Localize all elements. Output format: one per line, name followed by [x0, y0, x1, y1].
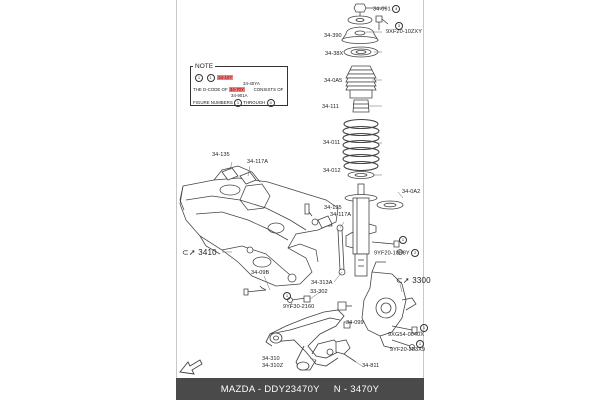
callout-34-390[interactable]: 34-390	[324, 33, 342, 39]
dust-boot	[345, 65, 377, 99]
strut-mount	[341, 26, 379, 44]
front-direction-arrow	[179, 359, 203, 375]
callout-34-310z[interactable]: 34-310Z	[262, 363, 284, 369]
bump-stop	[352, 99, 370, 113]
callout-code: 34-091	[373, 6, 391, 13]
circled-number: 1	[420, 324, 428, 332]
coil-spring	[342, 118, 380, 172]
strut-bearing	[343, 46, 379, 58]
callout-34-011[interactable]: 34-011	[323, 140, 341, 146]
circled-number: 1	[283, 292, 291, 300]
note-line-4: FIGURE NUMBERS 1 THROUGH 4	[193, 99, 275, 107]
note-text: THROUGH	[243, 100, 266, 106]
note-title: NOTE	[193, 63, 216, 70]
note-line-2: THE D-CODE OF 34-70Y CONSISTS OF	[193, 87, 283, 92]
circled-number: 1	[399, 236, 407, 244]
callout-34-811[interactable]: 34-811	[362, 363, 380, 369]
callout-34-09b[interactable]: 34-09B	[251, 270, 270, 276]
footer-n-code: N - 3470Y	[333, 383, 380, 395]
note-text: CONSISTS OF	[253, 87, 284, 92]
callout-34-099[interactable]: 34-099	[346, 320, 364, 326]
leader-lines	[222, 31, 422, 367]
footer-brand-code: MAZDA - DDY23470Y	[220, 383, 320, 395]
callout-9yf30-2160[interactable]: 9YF30-2160	[283, 304, 315, 310]
callout-9yf-circle-1[interactable]: 1	[399, 236, 407, 244]
callout-34-012[interactable]: 34-012	[323, 168, 341, 174]
arm-bolts	[243, 285, 311, 303]
callout-34-310[interactable]: 34-310	[262, 356, 280, 362]
callout-9yf-circle[interactable]: 3	[395, 22, 403, 30]
callout-34-117a-right[interactable]: 34-117A	[330, 212, 352, 218]
strut-top-washer	[347, 15, 373, 25]
callout-34-111[interactable]: 34-111	[322, 104, 339, 110]
note-text: FIGURE NUMBERS	[193, 100, 233, 106]
callout-code: 9YF20-10B8Y	[374, 250, 410, 257]
part-number-footer: MAZDA - DDY23470Y N - 3470Y	[176, 378, 424, 400]
callout-circle-1b[interactable]: 1	[283, 292, 291, 300]
callout-34-0a2[interactable]: 34-0A2	[402, 189, 421, 195]
strut-top-nut	[353, 3, 386, 18]
steering-knuckle	[361, 261, 417, 349]
circled-number: 1	[234, 99, 242, 107]
callout-code: 3410	[198, 248, 217, 257]
lower-spring-seat-rubber	[347, 171, 375, 179]
upper-strut-plate	[376, 200, 404, 210]
note-text: THE D-CODE OF	[193, 87, 228, 92]
strut-damper	[344, 183, 378, 277]
circled-number: 2	[411, 249, 420, 257]
callout-33-302[interactable]: 33-302	[310, 289, 328, 295]
mount-bracket-right	[304, 203, 333, 229]
ball-joint	[326, 339, 357, 363]
circled-number: 4	[392, 5, 401, 13]
circled-number: 4	[266, 99, 275, 107]
nut-9yf	[337, 301, 352, 329]
callout-9yf20-10zxy[interactable]: 9XF20-10ZXY	[386, 29, 422, 35]
callout-circle-1d[interactable]: 1	[416, 340, 424, 348]
callout-circle-1c[interactable]: 1	[420, 324, 428, 332]
callout-9yf20-10b8y[interactable]: 9YF20-10B8Y 2	[374, 249, 420, 257]
front-crossmember	[179, 165, 339, 287]
callout-34-135-left[interactable]: 34-135	[212, 152, 230, 158]
callout-34-091[interactable]: 34-091 4	[373, 5, 401, 13]
mount-bracket-left	[221, 167, 257, 185]
callout-code: 3300	[412, 276, 431, 285]
circled-number: 3	[395, 22, 403, 30]
callout-34-135-right[interactable]: 34-135	[324, 205, 342, 211]
note-line-3: 34-901A	[231, 93, 248, 98]
circled-number: 1	[195, 74, 203, 82]
circled-number: 1	[206, 74, 215, 82]
strut-mount-bolts	[375, 15, 389, 30]
note-line-1b: 34-40YA	[243, 81, 260, 86]
highlighted-part-code: 34-10Y	[217, 75, 234, 81]
callout-3300[interactable]: ⊂➚ 3300	[396, 276, 431, 285]
callout-9xg54-0040x[interactable]: 9XG54-0040X	[388, 332, 425, 338]
callout-3410[interactable]: ⊂➚ 3410	[182, 248, 217, 257]
highlighted-part-code: 34-70Y	[228, 87, 246, 92]
callout-34-0a5[interactable]: 34-0A5	[324, 78, 343, 84]
note-line-1: 1 1 34-10Y	[195, 74, 234, 82]
callout-34-313a[interactable]: 34-313A	[311, 280, 333, 286]
callout-9yf20-203x9[interactable]: 9YF20-203X9	[390, 347, 426, 353]
callout-34-117a-left[interactable]: 34-117A	[247, 159, 269, 165]
note-box: NOTE 1 1 34-10Y 34-40YA THE D-CODE OF 34…	[190, 63, 288, 107]
circled-number: 1	[416, 340, 424, 348]
callout-34-38x[interactable]: 34-38X	[325, 51, 344, 57]
